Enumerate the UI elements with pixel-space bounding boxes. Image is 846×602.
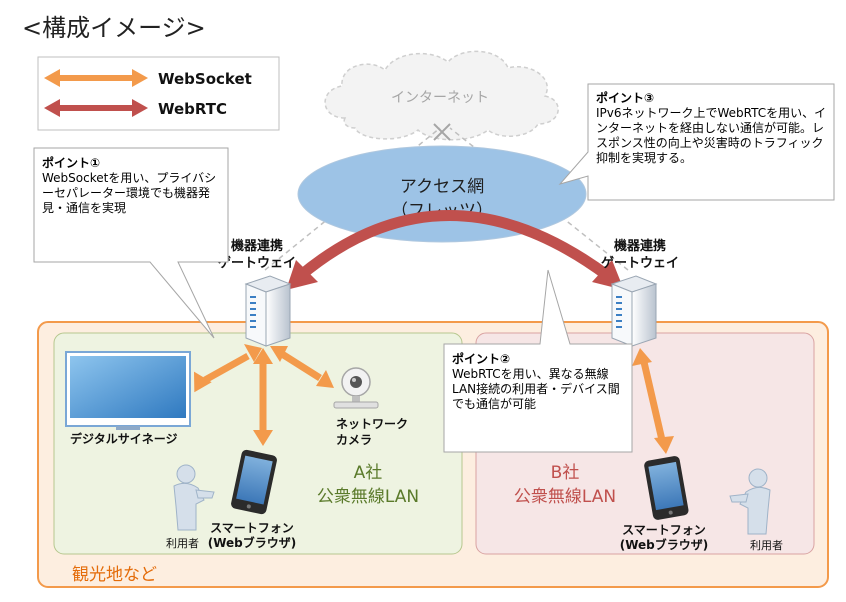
lan-b-label-line1: B社 [551, 463, 580, 483]
legend-websocket-arrow [44, 69, 148, 87]
smartphone-a-icon [231, 449, 277, 515]
smartphone-a-label-line1: スマートフォン [210, 521, 294, 535]
websocket-arrow-phone-b [632, 348, 674, 454]
gateway-right-label-line1: 機器連携 [614, 238, 666, 254]
user-b-label: 利用者 [750, 539, 783, 552]
lan-b-label-line2: 公衆無線LAN [514, 487, 616, 507]
callout-point3-title: ポイント③ [596, 91, 655, 105]
internet-label: インターネット [391, 90, 489, 106]
network-camera-label-line1: ネットワーク [336, 417, 408, 431]
lan-a-label-line2: 公衆無線LAN [317, 487, 419, 507]
callout-point3-text: IPv6ネットワーク上でWebRTCを用い、インターネットを経由しない通信が可能… [596, 106, 827, 165]
callout-point1-text: WebSocketを用い、プライバシーセパレーター環境でも機器発見・通信を実現 [42, 171, 217, 215]
user-a-label: 利用者 [166, 537, 199, 550]
network-camera-icon [333, 367, 379, 409]
page-title: <構成イメージ> [22, 14, 206, 42]
access-network [297, 145, 587, 243]
user-b-icon [729, 468, 771, 535]
access-network-line1: アクセス網 [400, 177, 484, 197]
user-a-icon [173, 464, 215, 531]
blocked-x-icon [433, 123, 451, 141]
callout-point2-shape [443, 269, 633, 453]
gateway-left-icon [244, 275, 292, 347]
legend-webrtc-label: WebRTC [158, 100, 227, 118]
region-label: 観光地など [72, 565, 157, 585]
gateway-left-label-line2: ゲートウェイ [218, 255, 296, 271]
callout-point3-shape [558, 83, 835, 201]
legend-webrtc-arrow [44, 99, 148, 117]
smartphone-b-icon [644, 456, 689, 520]
callout-point3: ポイント③ IPv6ネットワーク上でWebRTCを用い、インターネットを経由しな… [596, 91, 828, 166]
callout-point2-title: ポイント② [452, 352, 511, 366]
legend-websocket-label: WebSocket [158, 70, 252, 88]
network-camera-label-line2: カメラ [336, 433, 372, 447]
digital-signage-label: デジタルサイネージ [70, 431, 178, 446]
callout-point1-shape [33, 147, 229, 339]
websocket-arrow-signage [194, 344, 262, 393]
legend: WebSocket WebRTC [37, 56, 280, 131]
callout-point1-title: ポイント① [42, 156, 101, 170]
gateway-left-label-line1: 機器連携 [231, 238, 283, 254]
smartphone-a-label-line2: (Webブラウザ) [208, 535, 297, 550]
websocket-arrow-phone-a [253, 348, 273, 446]
internet-cloud: インターネット [324, 50, 559, 141]
callout-point2-text: WebRTCを用い、異なる無線LAN接続の利用者・デバイス間でも通信が可能 [452, 367, 620, 411]
smartphone-b-label-line2: (Webブラウザ) [620, 537, 709, 552]
callout-point1: ポイント① WebSocketを用い、プライバシーセパレーター環境でも機器発見・… [42, 156, 222, 216]
gateway-right-label-line2: ゲートウェイ [601, 255, 679, 271]
smartphone-b-label-line1: スマートフォン [622, 523, 706, 537]
digital-signage-icon [65, 351, 191, 430]
gateway-right-icon [610, 275, 658, 347]
lan-a-label-line1: A社 [354, 463, 383, 483]
callout-point2: ポイント② WebRTCを用い、異なる無線LAN接続の利用者・デバイス間でも通信… [452, 352, 624, 412]
websocket-arrow-camera [270, 346, 334, 388]
